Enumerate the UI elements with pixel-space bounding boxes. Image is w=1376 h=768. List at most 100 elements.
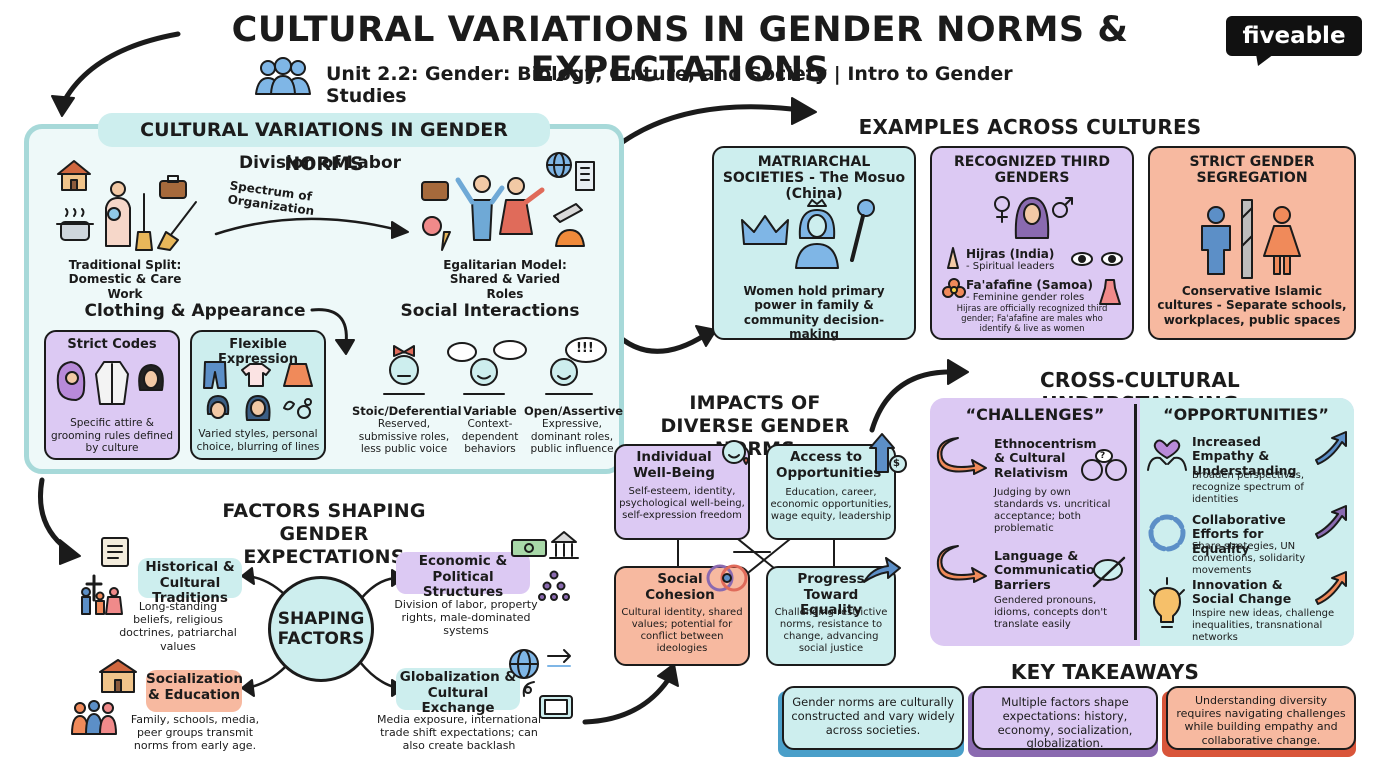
clothing-title: Clothing & Appearance [84,301,306,321]
flower-icon [942,278,966,298]
socialization-desc: Family, schools, media, peer groups tran… [130,713,260,753]
broom-icon [135,193,153,251]
globe-icon [546,152,572,178]
challenges-title: “CHALLENGES” [965,405,1105,424]
strict-codes-desc: Specific attire & grooming rules defined… [50,417,174,455]
mother-child-icon [105,181,131,247]
arrow-up-icon [869,433,907,473]
briefcase-icon [159,175,187,199]
logo-tail-icon [1256,54,1274,66]
woman-icon [795,199,839,269]
opportunity-collab-desc: Share strategies, UN conventions, solida… [1192,541,1306,576]
economic-desc: Division of labor, property rights, male… [394,598,538,638]
third-gender-note: Hijras are officially recognized third g… [956,304,1108,334]
examples-title: EXAMPLES ACROSS CULTURES [858,115,1202,139]
strict-codes-title: Strict Codes [67,337,157,352]
challenge-ethnocentrism-desc: Judging by own standards vs. uncritical … [994,487,1111,534]
woman-figure-icon [1263,206,1301,275]
crown-icon [741,215,789,245]
social-variable-title: Variable [463,404,517,418]
tools-icon [421,181,451,251]
hijras-title: Hijras (India) [966,247,1055,261]
wellbeing-desc: Self-esteem, identity, psychological wel… [619,486,745,521]
house-icon [57,160,91,191]
man-icon [1201,206,1231,275]
short-hair-icon [206,395,230,419]
takeaway-text-2: Multiple factors shape expectations: his… [997,695,1133,751]
stoic-face-icon [383,345,425,395]
segregation-title: STRICT GENDER SEGREGATION [1189,154,1315,186]
third-gender-title: RECOGNIZED THIRD GENDERS [953,154,1111,186]
school-icon [99,659,137,693]
assertive-face-icon [545,337,607,395]
capitol-icon [549,531,579,559]
gender-symbol-icon [994,196,1073,239]
hardhat-icon [553,203,585,247]
skirt-icon [283,363,313,387]
social-stoic-title: Stoic/Deferential [352,404,462,418]
globalization-title: Globalization & Cultural Exchange [396,668,520,716]
takeaway-card-2 [972,686,1158,750]
lightbulb-icon [1149,577,1185,628]
family-icon [81,587,123,615]
heart-hands-icon [1147,439,1187,471]
question-mark-text: ? [1100,451,1106,461]
shaping-factors-center: SHAPING FACTORS [268,576,374,682]
traditional-label: Traditional Split: Domestic & Care Work [68,258,182,301]
cohesion-desc: Cultural identity, shared values; potent… [621,607,743,654]
divider-icon [1241,199,1253,279]
mop-icon [157,201,197,251]
opportunity-empathy-title: Increased Empathy & Understanding [1192,434,1297,478]
historical-title: Historical & Cultural Traditions [138,558,242,606]
flexible-expression-desc: Varied styles, personal choice, blurring… [196,428,320,453]
social-assertive-title: Open/Assertive [524,404,623,418]
cohesion-title: Social Cohesion [645,571,715,603]
robe-icon [95,361,129,405]
matriarchal-title: MATRIARCHAL SOCIETIES - The Mosuo (China… [722,154,906,202]
matriarchal-desc: Women hold primary power in family & com… [743,284,885,342]
dress-icon [1099,279,1121,305]
globalization-desc: Media exposure, international trade shif… [376,713,542,753]
challenge-language-title: Language & Communication Barriers [994,548,1104,592]
faafafine-label: Fa'afafine (Samoa) - Feminine gender rol… [966,278,1096,304]
economic-title: Economic & Political Structures [396,552,530,600]
opportunity-empathy-desc: Broaden perspectives, recognize spectrum… [1192,470,1304,505]
opportunity-innovation-title: Innovation & Social Change [1192,577,1292,607]
norms-title: CULTURAL VARIATIONS IN GENDER NORMS [98,113,550,175]
assertive-speech-text: !!! [576,341,594,356]
trend-up-icon-2 [1315,505,1347,539]
speech-icon [1092,556,1126,588]
wellbeing-title: Individual Well-Being [633,449,715,481]
page-title: CULTURAL VARIATIONS IN GENDER NORMS & EX… [231,10,1129,90]
scepter-icon [850,199,875,262]
progress-title: Progress Toward Equality [797,571,865,619]
heart-face-icon [722,440,749,465]
curved-arrow-icon-2 [936,545,987,583]
satellite-globe-icon [509,649,571,679]
arrow-right-icon [863,557,901,583]
faafafine-desc: - Feminine gender roles [966,292,1085,303]
hijras-label: Hijras (India) - Spiritual leaders [966,247,1086,273]
accessories-icon [283,398,312,419]
scroll-icon [101,537,129,567]
social-variable-desc: Context-dependent behaviors [461,418,519,456]
couple-icon [455,175,545,241]
opportunity-innovation-desc: Inspire new ideas, challenge inequalitie… [1192,608,1335,643]
takeaway-text-3: Understanding diversity requires navigat… [1176,694,1346,747]
fiveable-logo: fiveable [1226,16,1362,56]
trend-up-icon-3 [1315,571,1347,605]
social-stoic: Stoic/Deferential Reserved, submissive r… [352,404,462,456]
hair-icon [138,364,164,391]
thinking-heads-icon [1081,449,1127,481]
social-stoic-desc: Reserved, submissive roles, less public … [358,418,450,456]
takeaways-title: KEY TAKEAWAYS [1010,660,1200,684]
progress-card [766,566,896,666]
clothing-arrow [310,308,355,355]
social-title: Social Interactions [400,301,580,321]
pyramid-icon [538,570,570,601]
division-title: Division of Labor [238,153,402,173]
historical-desc: Long-standing beliefs, religious doctrin… [119,600,237,653]
progress-desc: Challenging restrictive norms, resistanc… [774,607,888,654]
curved-arrow-icon [936,437,987,475]
hijras-desc: - Spiritual leaders [966,261,1055,272]
